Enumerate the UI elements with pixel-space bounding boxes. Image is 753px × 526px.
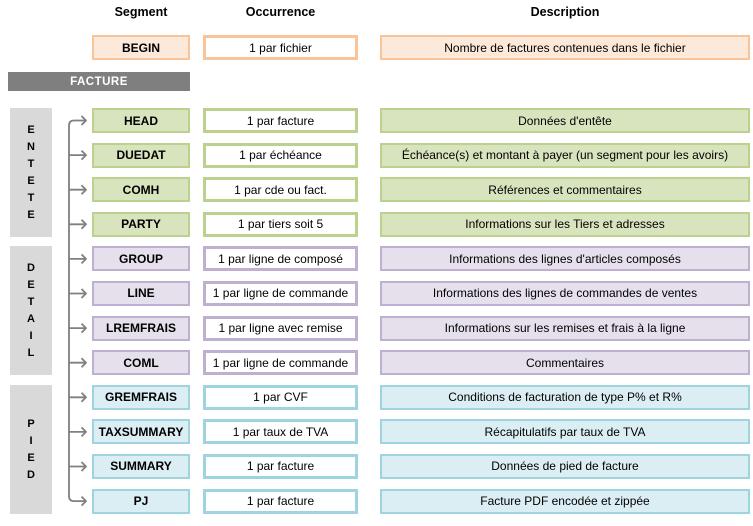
row-taxsummary: TAXSUMMARY 1 par taux de TVA Récapitulat… — [0, 419, 750, 445]
description-box-head: Données d'entête — [380, 108, 750, 133]
begin-row: BEGIN 1 par fichier Nombre de factures c… — [0, 35, 750, 60]
occurrence-box-comh: 1 par cde ou fact. — [203, 177, 358, 203]
segment-box-summary: SUMMARY — [92, 453, 190, 479]
row-coml: COML 1 par ligne de commande Commentaire… — [0, 350, 750, 376]
segment-box-line: LINE — [92, 280, 190, 306]
segment-box-taxsummary: TAXSUMMARY — [92, 419, 190, 445]
segment-box-group: GROUP — [92, 246, 190, 272]
facture-section-bar: FACTURE — [8, 72, 190, 91]
group-label-entete: E N T E T E — [10, 108, 52, 237]
row-head: HEAD 1 par facture Données d'entête — [0, 108, 750, 133]
description-box-begin: Nombre de factures contenues dans le fic… — [380, 35, 750, 60]
description-box-duedat: Échéance(s) et montant à payer (un segme… — [380, 142, 750, 168]
description-box-summary: Données de pied de facture — [380, 453, 750, 479]
column-header-occurrence: Occurrence — [245, 5, 316, 19]
description-box-coml: Commentaires — [380, 350, 750, 376]
description-box-party: Informations sur les Tiers et adresses — [380, 211, 750, 237]
description-box-taxsummary: Récapitulatifs par taux de TVA — [380, 419, 750, 445]
occurrence-box-lremfrais: 1 par ligne avec remise — [203, 315, 358, 341]
description-box-line: Informations des lignes de commandes de … — [380, 280, 750, 306]
segment-box-duedat: DUEDAT — [92, 142, 190, 168]
segment-box-gremfrais: GREMFRAIS — [92, 384, 190, 410]
row-comh: COMH 1 par cde ou fact. Références et co… — [0, 177, 750, 203]
row-duedat: DUEDAT 1 par échéance Échéance(s) et mon… — [0, 142, 750, 168]
group-label-pied: P I E D — [10, 385, 52, 514]
row-group: GROUP 1 par ligne de composé Information… — [0, 246, 750, 272]
description-box-comh: Références et commentaires — [380, 177, 750, 203]
occurrence-box-line: 1 par ligne de commande — [203, 280, 358, 306]
group-label-detail: D E T A I L — [10, 246, 52, 375]
occurrence-box-head: 1 par facture — [203, 108, 358, 133]
occurrence-box-gremfrais: 1 par CVF — [203, 384, 358, 410]
column-header-description: Description — [530, 5, 600, 19]
occurrence-box-summary: 1 par facture — [203, 453, 358, 479]
segment-box-begin: BEGIN — [92, 35, 190, 60]
arrowheads — [80, 115, 87, 507]
occurrence-box-pj: 1 par facture — [203, 488, 358, 514]
segment-box-coml: COML — [92, 350, 190, 376]
segment-box-pj: PJ — [92, 488, 190, 514]
row-line: LINE 1 par ligne de commande Information… — [0, 280, 750, 306]
segment-box-head: HEAD — [92, 108, 190, 133]
occurrence-box-coml: 1 par ligne de commande — [203, 350, 358, 376]
occurrence-box-taxsummary: 1 par taux de TVA — [203, 419, 358, 445]
description-box-group: Informations des lignes d'articles compo… — [380, 246, 750, 272]
occurrence-box-duedat: 1 par échéance — [203, 142, 358, 168]
row-party: PARTY 1 par tiers soit 5 Informations su… — [0, 211, 750, 237]
segment-box-comh: COMH — [92, 177, 190, 203]
row-gremfrais: GREMFRAIS 1 par CVF Conditions de factur… — [0, 384, 750, 410]
description-box-pj: Facture PDF encodée et zippée — [380, 488, 750, 514]
row-summary: SUMMARY 1 par facture Données de pied de… — [0, 453, 750, 479]
description-box-gremfrais: Conditions de facturation de type P% et … — [380, 384, 750, 410]
occurrence-box-party: 1 par tiers soit 5 — [203, 211, 358, 237]
occurrence-box-group: 1 par ligne de composé — [203, 246, 358, 272]
column-header-segment: Segment — [114, 5, 168, 19]
description-box-lremfrais: Informations sur les remises et frais à … — [380, 315, 750, 341]
segment-rows: HEAD 1 par facture Données d'entête DUED… — [0, 108, 750, 514]
flow-arrow-tree — [68, 115, 87, 507]
row-pj: PJ 1 par facture Facture PDF encodée et … — [0, 488, 750, 514]
segment-box-lremfrais: LREMFRAIS — [92, 315, 190, 341]
row-lremfrais: LREMFRAIS 1 par ligne avec remise Inform… — [0, 315, 750, 341]
segment-box-party: PARTY — [92, 211, 190, 237]
occurrence-box-begin: 1 par fichier — [203, 35, 358, 60]
